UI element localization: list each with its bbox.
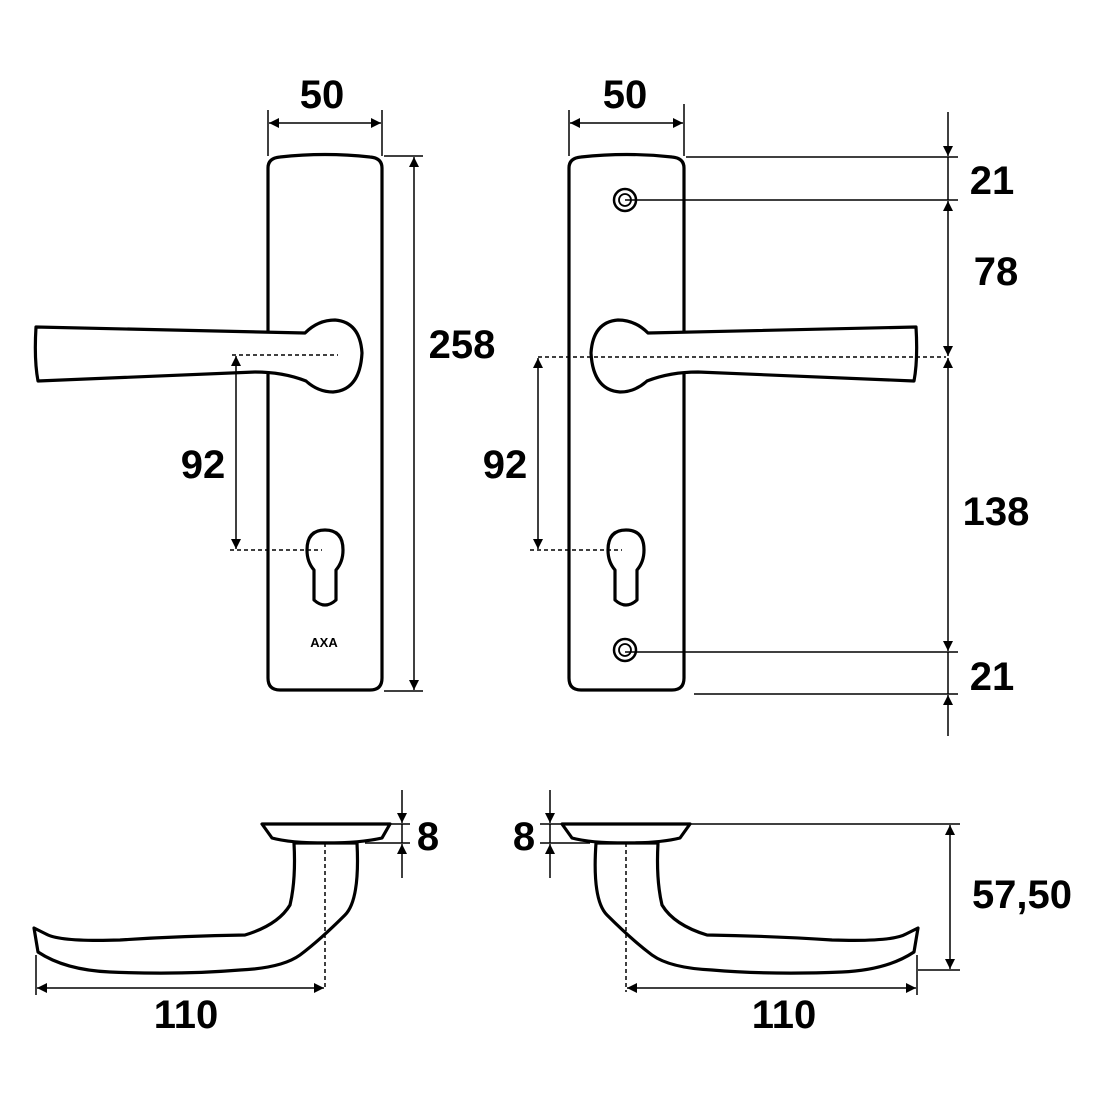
right-side-rose-label: 8 bbox=[513, 815, 535, 859]
right-side-view: 8 57,50 110 bbox=[513, 790, 1072, 1037]
right-backplate bbox=[567, 152, 686, 692]
left-side-lever bbox=[32, 841, 360, 975]
right-width-label: 50 bbox=[603, 73, 648, 117]
right-keyhole bbox=[606, 528, 646, 607]
right-handle-to-screw-label: 138 bbox=[963, 490, 1030, 534]
left-width-label: 50 bbox=[300, 73, 345, 117]
right-front-view: 50 21 78 138 21 92 bbox=[483, 73, 1030, 736]
brand-logo-text: AXA bbox=[310, 635, 338, 650]
left-front-view: AXA 50 258 92 bbox=[33, 73, 496, 692]
right-bottom-screw-label: 21 bbox=[970, 655, 1015, 699]
left-side-rose bbox=[260, 822, 392, 845]
right-bottom-screw bbox=[612, 637, 638, 663]
left-side-rose-label: 8 bbox=[417, 815, 439, 859]
left-backplate bbox=[266, 152, 384, 692]
left-height-label: 258 bbox=[429, 323, 496, 367]
right-handle-lever bbox=[589, 318, 919, 394]
left-side-length-label: 110 bbox=[154, 993, 219, 1037]
right-side-rose bbox=[560, 822, 692, 845]
left-spacing-label: 92 bbox=[181, 443, 226, 487]
right-side-height-label: 57,50 bbox=[972, 873, 1072, 917]
left-handle-lever bbox=[33, 318, 364, 394]
right-top-screw-label: 21 bbox=[970, 159, 1015, 203]
right-spacing-label: 92 bbox=[483, 443, 528, 487]
left-keyhole bbox=[305, 528, 345, 607]
left-side-view: 8 110 bbox=[32, 790, 439, 1037]
right-side-lever bbox=[593, 841, 920, 975]
right-screw-to-handle-label: 78 bbox=[974, 250, 1019, 294]
right-side-length-label: 110 bbox=[752, 993, 817, 1037]
